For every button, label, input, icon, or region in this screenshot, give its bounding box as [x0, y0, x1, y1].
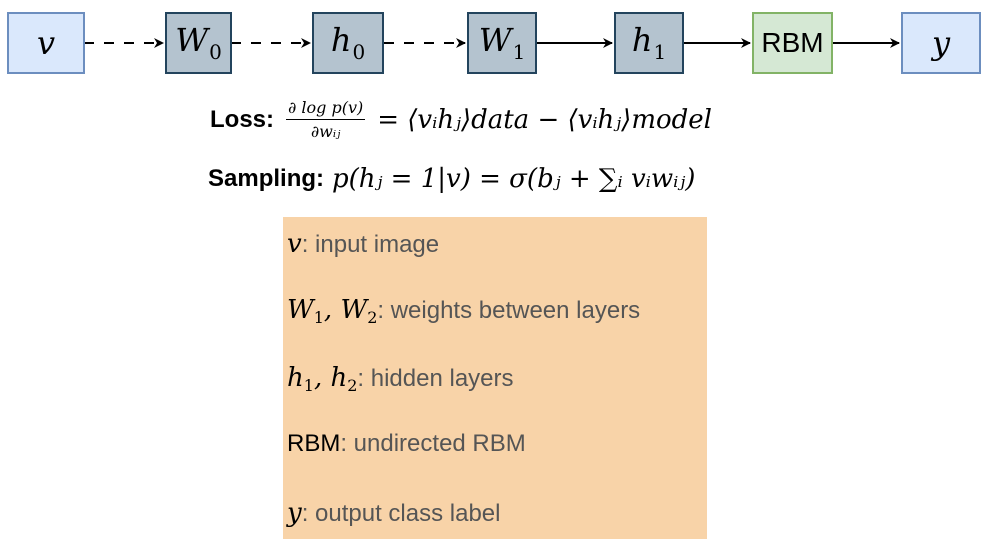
legend-row-hidden: h1, h2: hidden layers — [287, 363, 514, 395]
legend-y-text: : output class label — [301, 500, 501, 527]
node-h1-label: h1 — [631, 21, 667, 64]
legend-w-text: : weights between layers — [377, 297, 641, 324]
sampling-label: Sampling: — [208, 165, 325, 192]
legend-rbm-symbol: RBM — [287, 430, 341, 457]
loss-denominator: ∂wᵢⱼ — [310, 122, 341, 141]
loss-fraction: ∂ log p(v) ∂wᵢⱼ — [286, 98, 366, 141]
legend-row-weights: W1, W2: weights between layers — [287, 295, 640, 327]
hidden-node-h1: h1 — [614, 12, 684, 74]
legend-y-symbol: y — [287, 498, 302, 528]
node-h0-label: h0 — [330, 21, 366, 64]
node-v-label: v — [36, 24, 56, 62]
node-w0-label: W0 — [175, 21, 222, 64]
node-rbm-label: RBM — [761, 27, 824, 58]
legend-v-text: : input image — [301, 231, 440, 258]
legend-w-symbol: W1, W2 — [287, 295, 378, 327]
loss-rhs: = ⟨vᵢhⱼ⟩data − ⟨vᵢhⱼ⟩model — [377, 104, 712, 135]
legend-h-text: : hidden layers — [357, 365, 514, 392]
legend-h-symbol: h1, h2 — [287, 363, 358, 395]
legend-box: v: input image W1, W2: weights between l… — [283, 217, 707, 539]
legend-row-rbm: RBM: undirected RBM — [287, 430, 526, 458]
legend-row-v: v: input image — [287, 229, 439, 259]
loss-label: Loss: — [210, 105, 275, 133]
sampling-expr: p(hⱼ = 1|v) = σ(bⱼ + ∑ᵢ vᵢwᵢⱼ) — [332, 164, 696, 194]
loss-numerator: ∂ log p(v) — [288, 98, 364, 117]
output-node-y: y — [901, 12, 981, 74]
hidden-node-h0: h0 — [312, 12, 384, 74]
flow-arrows — [84, 38, 900, 48]
legend-rbm-text: : undirected RBM — [340, 430, 526, 457]
input-node-v: v — [7, 12, 85, 74]
legend-row-y: y: output class label — [287, 498, 501, 528]
weight-node-w0: W0 — [165, 12, 232, 74]
legend-v-symbol: v — [287, 229, 302, 259]
node-y-label: y — [931, 24, 951, 62]
weight-node-w1: W1 — [467, 12, 537, 74]
rbm-node: RBM — [752, 12, 833, 74]
node-w1-label: W1 — [478, 21, 526, 64]
